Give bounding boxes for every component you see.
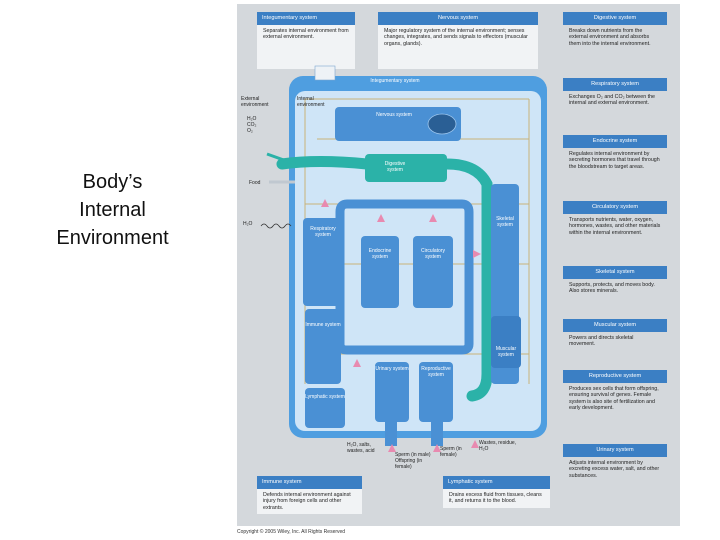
card-skeletal-desc: Supports, protects, and moves body. Also… [569,282,655,295]
diagram-label-urinary: Urinary system [375,366,409,372]
copyright-footer: Copyright © 2005 Wiley, Inc. All Rights … [237,529,346,535]
card-urinary-title: Urinary system [563,444,667,457]
card-circulatory-desc: Transports nutrients, water, oxygen, hor… [569,217,661,236]
diagram-label-reproductive: Reproductive system [421,366,451,378]
card-circulatory-title: Circulatory system [563,201,667,214]
circulatory-loop [335,199,474,355]
diagram-label-food: Food [249,180,261,186]
circulatory-box [413,236,453,308]
diagram-label-wastes-right: Wastes, residue, H₂O [479,440,517,452]
card-nervous: Nervous system Major regulatory system o… [378,12,538,69]
immune-box [305,309,341,384]
card-circulatory: Circulatory system Transports nutrients,… [563,201,667,239]
diagram-label-integumentary: Integumentary system [370,78,420,84]
urinary-duct [385,422,397,446]
card-muscular-desc: Powers and directs skeletal movement. [569,335,634,348]
card-digestive: Digestive system Breaks down nutrients f… [563,12,667,72]
slide-title-line-1: Body’s [82,171,143,193]
urinary-box [375,362,409,422]
card-respiratory-desc: Exchanges O₂ and CO₂ between the interna… [569,94,655,107]
diagram-label-nervous: Nervous system [376,112,412,118]
card-endocrine-title: Endocrine system [563,135,667,148]
lymphatic-box [305,388,345,428]
nervous-box [335,107,461,141]
card-lymphatic-desc: Drains excess fluid from tissues, cleans… [443,489,550,508]
reproductive-box [419,362,453,422]
diagram-label-muscular: Muscular system [495,346,517,358]
card-immune: Immune system Defends internal environme… [257,476,362,515]
diagram-label-internal-environment: Internal environment [297,96,325,108]
reproductive-duct [431,422,443,446]
muscular-box [491,316,521,368]
card-reproductive: Reproductive system Produces sex cells t… [563,370,667,415]
exchange-arrows [321,199,481,452]
card-urinary: Urinary system Adjusts internal environm… [563,444,667,482]
slide-title-line-2: Internal [79,199,146,221]
diagram-label-circulatory: Circulatory system [421,248,445,260]
card-respiratory: Respiratory system Exchanges O₂ and CO₂ … [563,78,667,110]
diagram-label-lymphatic: Lymphatic system [305,394,345,400]
digestive-box [365,154,447,182]
card-immune-desc: Defends internal environment against inj… [257,489,362,515]
card-lymphatic: Lymphatic system Drains excess fluid fro… [443,476,550,508]
body-diagram [260,65,547,452]
card-integumentary: Integumentary system Separates internal … [257,12,355,69]
diagram-label-immune: Immune system [305,322,341,328]
card-endocrine-desc: Regulates internal environment by secret… [569,151,660,170]
diagram-label-digestive: Digestive system [384,161,406,173]
digestive-tube [276,156,493,402]
diagram-label-gases: H₂O CO₂ O₂ [247,116,257,134]
card-muscular: Muscular system Powers and directs skele… [563,319,667,351]
diagram-label-wastes-left: H₂O, salts, wastes, acid [347,442,375,454]
card-endocrine: Endocrine system Regulates internal envi… [563,135,667,173]
endocrine-box [361,236,399,308]
card-urinary-desc: Adjusts internal environment by excretin… [569,460,660,479]
diagram-label-external-environment: External environment [241,96,269,108]
h2o-wave [260,223,292,229]
hair-icon [314,65,336,81]
diagram-label-respiratory: Respiratory system [310,226,336,238]
card-immune-title: Immune system [257,476,362,489]
card-integumentary-title: Integumentary system [257,12,355,25]
body-systems-figure: Integumentary system Separates internal … [237,4,680,526]
slide-title-line-3: Environment [56,227,169,249]
diagram-label-sperm-female: Sperm (in female) [440,446,462,458]
card-lymphatic-title: Lymphatic system [443,476,550,489]
card-muscular-title: Muscular system [563,319,667,332]
card-respiratory-title: Respiratory system [563,78,667,91]
diagram-label-skeletal: Skeletal system [496,216,514,228]
card-reproductive-title: Reproductive system [563,370,667,383]
diagram-label-sperm-male: Sperm (in male) Offspring (in female) [395,452,431,470]
gas-exchange-arrow [266,152,296,166]
card-reproductive-desc: Produces sex cells that form offspring, … [569,386,659,412]
card-digestive-title: Digestive system [563,12,667,25]
card-skeletal: Skeletal system Supports, protects, and … [563,266,667,298]
slide-title: Body’s Internal Environment [40,168,185,252]
brain-icon [427,113,457,135]
diagram-label-h2o: H₂O [243,221,253,227]
card-skeletal-title: Skeletal system [563,266,667,279]
card-nervous-desc: Major regulatory system of the internal … [378,25,538,69]
card-nervous-title: Nervous system [378,12,538,25]
card-integumentary-desc: Separates internal environment from exte… [257,25,355,69]
card-digestive-desc: Breaks down nutrients from the external … [569,28,651,47]
diagram-label-endocrine: Endocrine system [368,248,392,260]
respiratory-box [303,218,343,306]
